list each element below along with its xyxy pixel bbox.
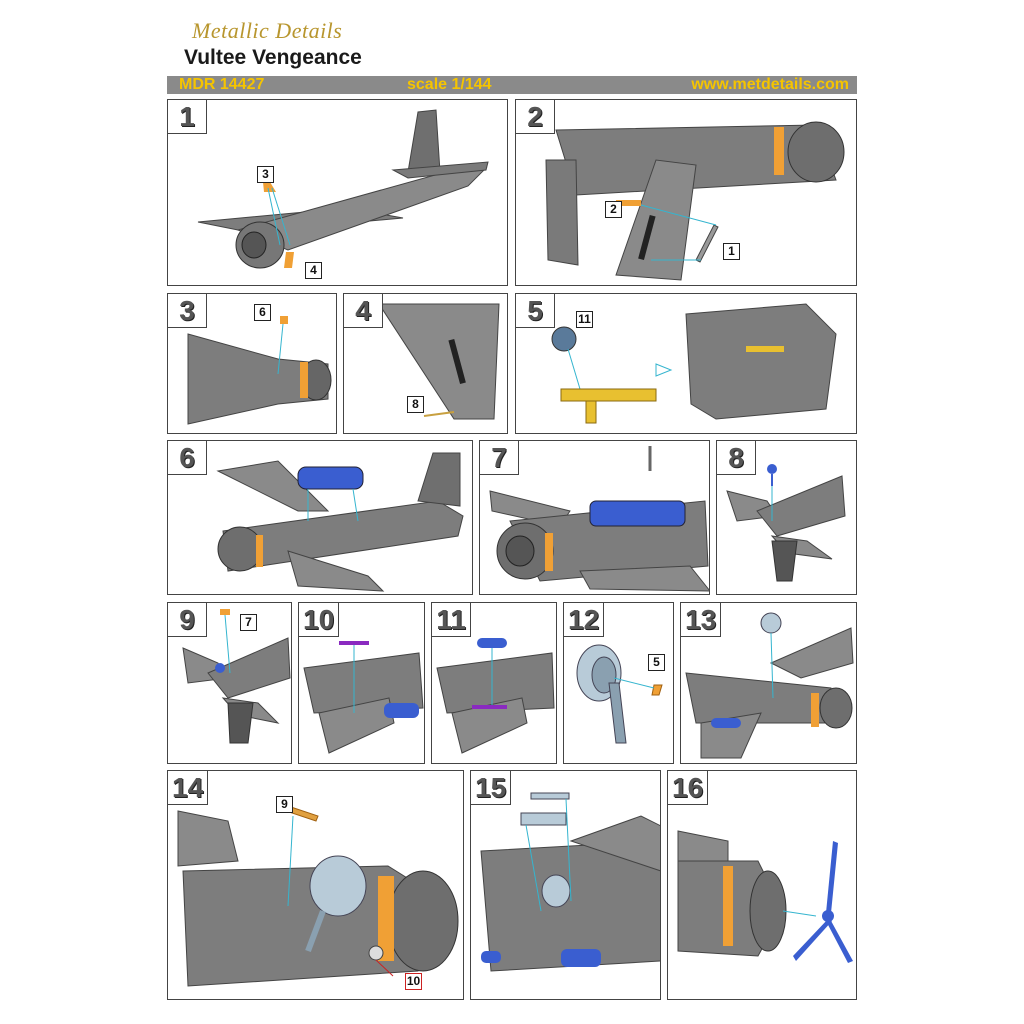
- step-number: 6: [168, 441, 207, 475]
- step-12-panel: 12 5: [563, 602, 674, 764]
- step-number: 8: [717, 441, 756, 475]
- step-6-panel: 6: [167, 440, 473, 595]
- step-number: 7: [480, 441, 519, 475]
- step-number: 9: [168, 603, 207, 637]
- step-number: 13: [681, 603, 722, 637]
- engine-closeup-illustration: [177, 805, 459, 987]
- step-13-panel: 13: [680, 602, 857, 764]
- part-closeup-illustration: [576, 644, 663, 744]
- step-11-panel: 11: [431, 602, 557, 764]
- part-label: 2: [605, 201, 622, 218]
- canopy-illustration: [480, 792, 660, 972]
- gun-and-cockpit-illustration: [551, 303, 837, 424]
- aircraft-illustration: [197, 109, 489, 269]
- step-3-panel: 3 6: [167, 293, 337, 434]
- step-15-panel: 15: [470, 770, 661, 1000]
- step-1-panel: 1 3 4: [167, 99, 508, 286]
- step-7-panel: 7: [479, 440, 710, 595]
- scale-label: scale 1/144: [407, 76, 492, 93]
- part-label: 8: [407, 396, 424, 413]
- aircraft-illustration: [685, 612, 854, 759]
- part-label: 7: [240, 614, 257, 631]
- step-number: 11: [432, 603, 471, 637]
- step-8-panel: 8: [716, 440, 857, 595]
- part-label: 3: [257, 166, 274, 183]
- wing-illustration: [378, 303, 500, 420]
- step-14-panel: 14 9 10: [167, 770, 464, 1000]
- part-label: 1: [723, 243, 740, 260]
- part-label: 5: [648, 654, 665, 671]
- step-number: 1: [168, 100, 207, 134]
- step-9-panel: 9 7: [167, 602, 292, 764]
- step-5-panel: 5 11: [515, 293, 857, 434]
- part-label: 4: [305, 262, 322, 279]
- part-label: 11: [576, 311, 593, 328]
- step-number: 2: [516, 100, 555, 134]
- product-code: MDR 14427: [179, 76, 265, 93]
- step-number: 5: [516, 294, 555, 328]
- step-10-panel: 10: [298, 602, 425, 764]
- step-number: 12: [564, 603, 605, 637]
- step-number: 4: [344, 294, 383, 328]
- aircraft-illustration: [187, 316, 332, 425]
- tail-illustration: [182, 609, 291, 744]
- step-number: 16: [668, 771, 709, 805]
- part-label: 10: [405, 973, 422, 990]
- page-title: Vultee Vengeance: [184, 46, 362, 69]
- aircraft-illustration: [545, 121, 845, 281]
- aircraft-illustration: [489, 446, 709, 592]
- header-bar: MDR 14427 scale 1/144 www.metdetails.com: [167, 76, 857, 94]
- tail-illustration: [726, 464, 846, 582]
- aircraft-illustration: [216, 452, 464, 592]
- brand-logo: Metallic Details: [192, 18, 343, 43]
- step-2-panel: 2 2 1: [515, 99, 857, 286]
- wing-underside-illustration: [436, 638, 555, 754]
- wing-underside-illustration: [303, 641, 424, 754]
- step-number: 10: [299, 603, 340, 637]
- part-label: 6: [254, 304, 271, 321]
- part-label: 9: [276, 796, 293, 813]
- step-number: 15: [471, 771, 512, 805]
- step-number: 14: [168, 771, 209, 805]
- step-4-panel: 4 8: [343, 293, 508, 434]
- step-16-panel: 16: [667, 770, 857, 1000]
- website-link[interactable]: www.metdetails.com: [691, 76, 849, 93]
- step-number: 3: [168, 294, 207, 328]
- propeller-illustration: [677, 830, 853, 963]
